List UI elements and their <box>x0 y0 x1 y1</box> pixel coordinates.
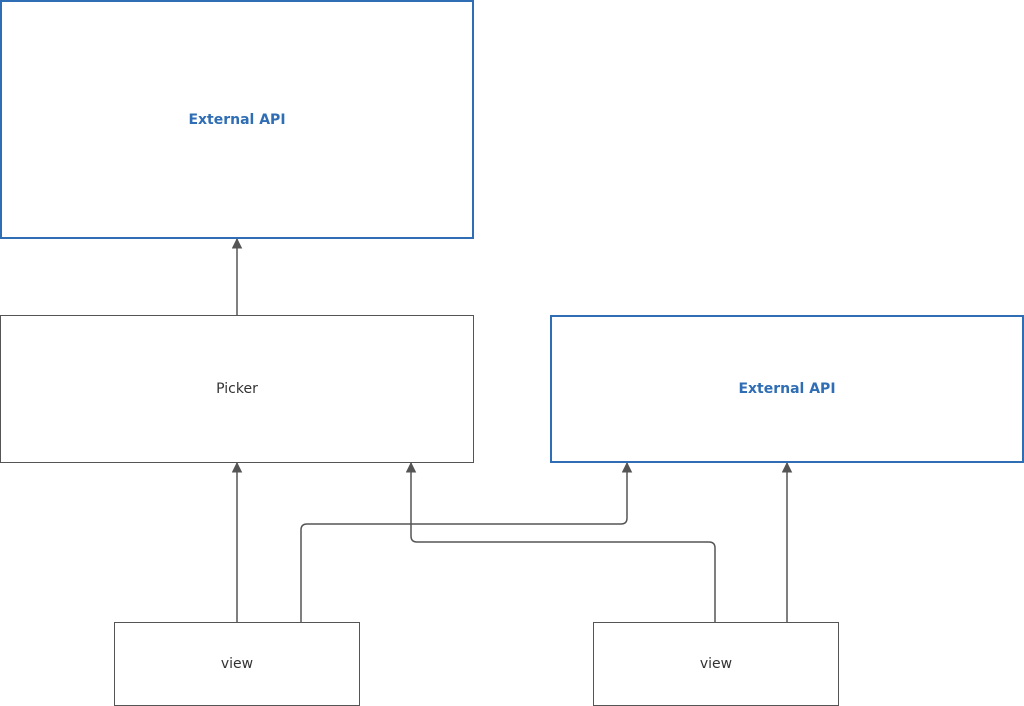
node-external-api-right[interactable]: External API <box>550 315 1024 463</box>
node-label: view <box>220 656 254 672</box>
node-label: External API <box>738 381 836 397</box>
node-label: Picker <box>216 381 258 397</box>
node-view-right[interactable]: view <box>593 622 839 706</box>
edge-left-view-to-right-api <box>300 461 633 622</box>
edge-right-view-to-picker <box>405 461 716 622</box>
node-external-api-top[interactable]: External API <box>0 0 474 239</box>
node-label: External API <box>188 111 286 128</box>
node-label: view <box>699 656 733 672</box>
node-view-left[interactable]: view <box>114 622 360 706</box>
node-picker[interactable]: Picker <box>0 315 474 463</box>
